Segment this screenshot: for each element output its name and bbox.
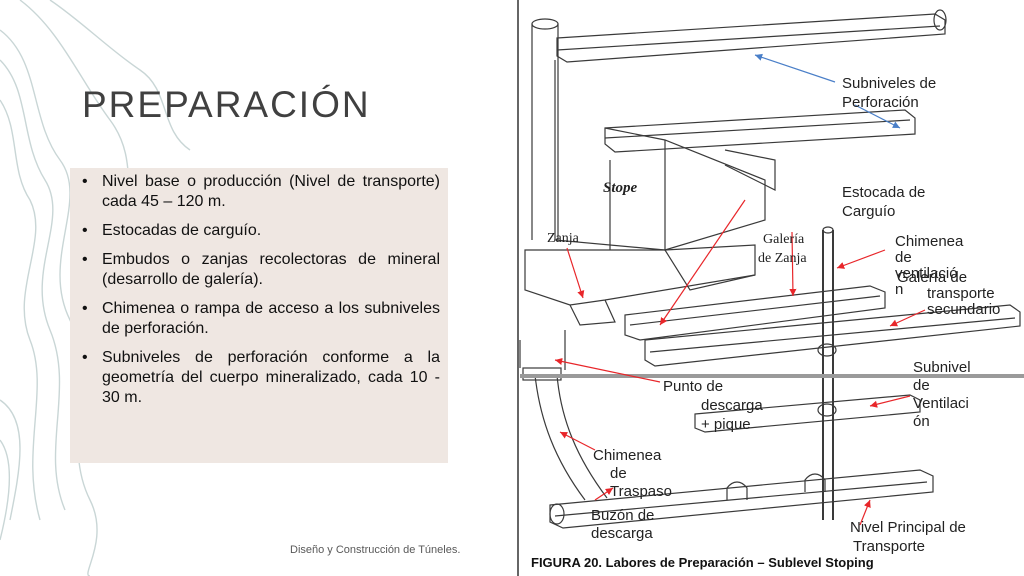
zanja-funnel bbox=[524, 244, 756, 306]
label-nivel-principal: Nivel Principal de Transporte bbox=[850, 519, 970, 555]
bullet-list: • Nivel base o producción (Nivel de trans… bbox=[80, 172, 440, 408]
label-chimenea-traspaso: Chimenea de Traspaso bbox=[593, 447, 672, 500]
label-subnivel-ventilacion: Subnivel de Ventilaci ón bbox=[913, 359, 975, 430]
nivel-principal-transporte bbox=[549, 469, 934, 529]
galeria-zanja bbox=[624, 285, 886, 341]
footer-text: Diseño y Construcción de Túneles. bbox=[290, 544, 461, 556]
label-zanja: Zanja bbox=[547, 231, 580, 246]
bullet-list-box: • Nivel base o producción (Nivel de trans… bbox=[70, 168, 448, 463]
bullet-text: Embudos o zanjas recolectoras de mineral… bbox=[102, 251, 440, 288]
label-punto-descarga: Punto de descarga + pique bbox=[663, 378, 767, 433]
label-subniveles-perforacion: Subniveles de Perforación bbox=[842, 75, 940, 111]
label-stope: Stope bbox=[603, 180, 638, 196]
list-item: • Estocadas de carguío. bbox=[80, 221, 440, 241]
shaft-top bbox=[531, 18, 559, 30]
list-item: • Embudos o zanjas recolectoras de minera… bbox=[80, 250, 440, 290]
label-galeria-transporte: Galería de transporte secundario bbox=[897, 269, 1000, 318]
subnivel-ventilacion bbox=[694, 394, 921, 433]
bullet-text: Nivel base o producción (Nivel de transp… bbox=[102, 173, 440, 210]
bullet-icon: • bbox=[82, 251, 88, 268]
mine-diagram: Subniveles de Perforación Estocada de Ca… bbox=[517, 0, 1024, 576]
label-galeria-zanja: Galería de Zanja bbox=[758, 232, 808, 266]
figure-caption: FIGURA 20. Labores de Preparación – Subl… bbox=[531, 555, 874, 570]
list-item: • Subniveles de perforación conforme a la… bbox=[80, 348, 440, 408]
stope-block bbox=[554, 60, 766, 251]
list-item: • Chimenea o rampa de acceso a los subniv… bbox=[80, 299, 440, 339]
drift-perforacion-mid bbox=[604, 109, 916, 153]
galeria-transporte-secundario bbox=[644, 304, 1021, 367]
bullet-text: Chimenea o rampa de acceso a los subnive… bbox=[102, 300, 440, 337]
bullet-icon: • bbox=[82, 300, 88, 317]
mine-diagram-figure: Subniveles de Perforación Estocada de Ca… bbox=[515, 0, 1024, 576]
list-item: • Nivel base o producción (Nivel de trans… bbox=[80, 172, 440, 212]
contour-decoration bbox=[0, 0, 191, 576]
bullet-text: Estocadas de carguío. bbox=[102, 222, 262, 239]
bullet-icon: • bbox=[82, 173, 88, 190]
bullet-text: Subniveles de perforación conforme a la … bbox=[102, 349, 440, 406]
chimenea-traspaso bbox=[534, 374, 586, 501]
label-estocada-carguio: Estocada de Carguío bbox=[842, 184, 930, 220]
label-chimenea-ventilacion: Chimenea de ventilació n bbox=[895, 233, 968, 298]
page-title: PREPARACIÓN bbox=[82, 84, 371, 125]
bullet-icon: • bbox=[82, 222, 88, 239]
label-buzon-descarga: Buzón de descarga bbox=[591, 507, 659, 542]
bullet-icon: • bbox=[82, 349, 88, 366]
